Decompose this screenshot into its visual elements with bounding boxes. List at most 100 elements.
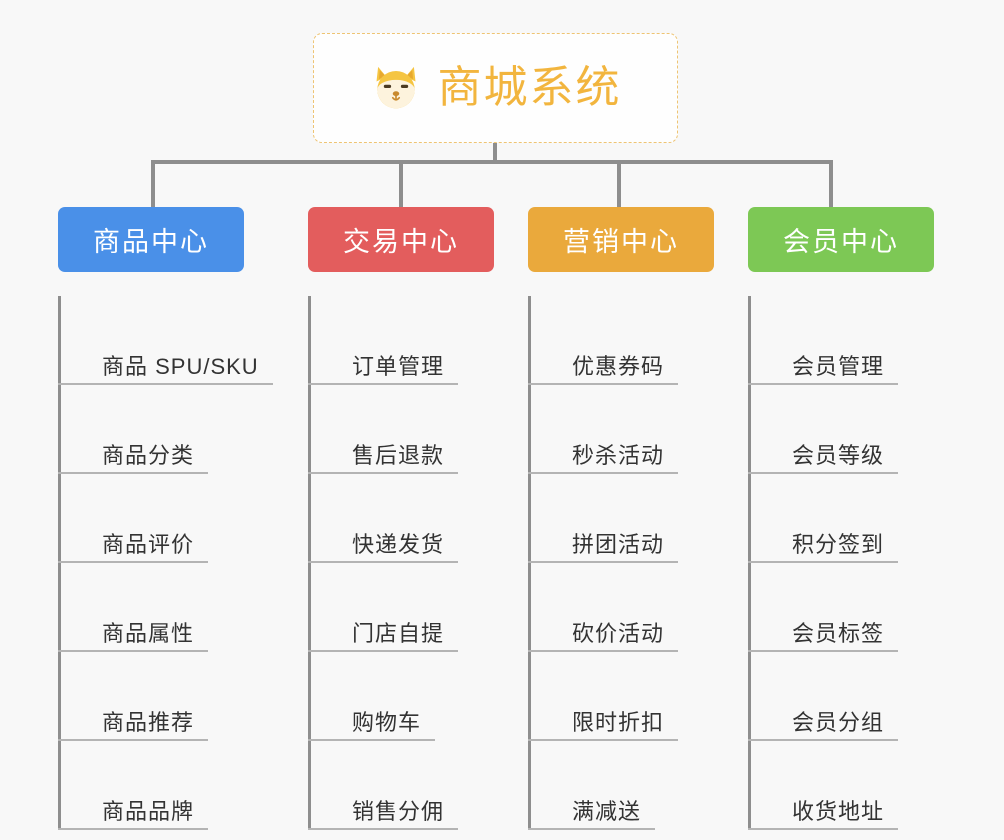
- leaf-rule: [748, 561, 898, 563]
- leaf-label: 拼团活动: [572, 531, 665, 557]
- leaf-label: 秒杀活动: [572, 442, 665, 468]
- branch-drop-connector-3: [829, 160, 833, 208]
- leaf-rule: [528, 383, 678, 385]
- branch-header-member[interactable]: 会员中心: [748, 207, 934, 272]
- shiba-dog-face-icon: [376, 66, 415, 109]
- leaf-item[interactable]: 收货地址: [748, 741, 948, 830]
- leaf-spine: [58, 296, 61, 830]
- leaf-item[interactable]: 商品推荐: [58, 652, 288, 741]
- leaf-item[interactable]: 售后退款: [308, 385, 508, 474]
- leaf-item[interactable]: 会员分组: [748, 652, 948, 741]
- leaf-label: 砍价活动: [572, 620, 665, 646]
- leaf-item[interactable]: 会员管理: [748, 296, 948, 385]
- branch-drop-connector-1: [399, 160, 403, 208]
- branch-header-label: 商品中心: [93, 227, 209, 257]
- leaf-label: 商品推荐: [102, 709, 195, 735]
- leaf-item[interactable]: 商品品牌: [58, 741, 288, 830]
- leaf-item[interactable]: 商品评价: [58, 474, 288, 563]
- leaf-spine: [748, 296, 751, 830]
- branch-header-label: 交易中心: [343, 227, 459, 257]
- leaf-list-product: 商品 SPU/SKU 商品分类 商品评价 商品属性 商品推荐 商品品牌: [58, 296, 288, 830]
- leaf-rule: [528, 828, 655, 830]
- leaf-label: 会员管理: [792, 353, 885, 379]
- leaf-item[interactable]: 限时折扣: [528, 652, 728, 741]
- leaf-item[interactable]: 满减送: [528, 741, 728, 830]
- branch-header-label: 营销中心: [563, 227, 679, 257]
- leaf-item[interactable]: 订单管理: [308, 296, 508, 385]
- leaf-label: 商品属性: [102, 620, 195, 646]
- leaf-item[interactable]: 拼团活动: [528, 474, 728, 563]
- leaf-item[interactable]: 会员标签: [748, 563, 948, 652]
- leaf-list-member: 会员管理 会员等级 积分签到 会员标签 会员分组 收货地址: [748, 296, 948, 830]
- leaf-rule: [528, 739, 678, 741]
- branch-column-trade: 交易中心 订单管理 售后退款 快递发货 门店自提 购物车: [308, 207, 508, 830]
- leaf-spine: [528, 296, 531, 830]
- leaf-label: 会员分组: [792, 709, 885, 735]
- branch-header-product[interactable]: 商品中心: [58, 207, 244, 272]
- leaf-label: 收货地址: [792, 798, 885, 824]
- leaf-label: 商品 SPU/SKU: [102, 353, 259, 379]
- root-node[interactable]: 商城系统: [313, 33, 678, 143]
- leaf-rule: [58, 828, 208, 830]
- leaf-item[interactable]: 优惠券码: [528, 296, 728, 385]
- leaf-label: 商品分类: [102, 442, 195, 468]
- leaf-item[interactable]: 门店自提: [308, 563, 508, 652]
- branch-column-product: 商品中心 商品 SPU/SKU 商品分类 商品评价 商品属性 商品推荐: [58, 207, 288, 830]
- leaf-rule: [58, 383, 273, 385]
- branch-header-label: 会员中心: [783, 227, 899, 257]
- leaf-label: 满减送: [572, 798, 642, 824]
- leaf-item[interactable]: 商品 SPU/SKU: [58, 296, 288, 385]
- leaf-item[interactable]: 砍价活动: [528, 563, 728, 652]
- leaf-rule: [308, 472, 458, 474]
- leaf-rule: [308, 739, 435, 741]
- leaf-label: 快递发货: [352, 531, 445, 557]
- root-title: 商城系统: [437, 63, 622, 112]
- leaf-rule: [748, 472, 898, 474]
- branch-header-marketing[interactable]: 营销中心: [528, 207, 714, 272]
- leaf-rule: [748, 383, 898, 385]
- leaf-rule: [58, 472, 208, 474]
- leaf-rule: [58, 650, 208, 652]
- branch-drop-connector-0: [151, 160, 155, 208]
- leaf-item[interactable]: 快递发货: [308, 474, 508, 563]
- leaf-label: 积分签到: [792, 531, 885, 557]
- leaf-rule: [308, 561, 458, 563]
- leaf-rule: [528, 472, 678, 474]
- trunk-stem-connector: [493, 143, 497, 164]
- leaf-rule: [528, 561, 678, 563]
- leaf-rule: [748, 650, 898, 652]
- leaf-item[interactable]: 商品分类: [58, 385, 288, 474]
- leaf-label: 会员等级: [792, 442, 885, 468]
- leaf-label: 限时折扣: [572, 709, 665, 735]
- leaf-label: 售后退款: [352, 442, 445, 468]
- leaf-list-trade: 订单管理 售后退款 快递发货 门店自提 购物车 销售分佣: [308, 296, 508, 830]
- leaf-rule: [308, 650, 458, 652]
- leaf-label: 购物车: [352, 709, 422, 735]
- leaf-item[interactable]: 销售分佣: [308, 741, 508, 830]
- leaf-rule: [58, 739, 208, 741]
- leaf-rule: [748, 739, 898, 741]
- leaf-rule: [58, 561, 208, 563]
- leaf-item[interactable]: 购物车: [308, 652, 508, 741]
- leaf-rule: [528, 650, 678, 652]
- leaf-label: 优惠券码: [572, 353, 665, 379]
- leaf-label: 门店自提: [352, 620, 445, 646]
- branch-column-marketing: 营销中心 优惠券码 秒杀活动 拼团活动 砍价活动 限时折扣: [528, 207, 728, 830]
- leaf-label: 会员标签: [792, 620, 885, 646]
- leaf-label: 商品评价: [102, 531, 195, 557]
- leaf-label: 订单管理: [352, 353, 445, 379]
- leaf-rule: [308, 383, 458, 385]
- leaf-item[interactable]: 商品属性: [58, 563, 288, 652]
- leaf-item[interactable]: 积分签到: [748, 474, 948, 563]
- leaf-item[interactable]: 会员等级: [748, 385, 948, 474]
- leaf-spine: [308, 296, 311, 830]
- leaf-item[interactable]: 秒杀活动: [528, 385, 728, 474]
- branch-column-member: 会员中心 会员管理 会员等级 积分签到 会员标签 会员分组: [748, 207, 948, 830]
- leaf-list-marketing: 优惠券码 秒杀活动 拼团活动 砍价活动 限时折扣 满减送: [528, 296, 728, 830]
- branch-header-trade[interactable]: 交易中心: [308, 207, 494, 272]
- trunk-bus-connector: [151, 160, 833, 164]
- branch-drop-connector-2: [617, 160, 621, 208]
- leaf-label: 商品品牌: [102, 798, 195, 824]
- leaf-rule: [308, 828, 458, 830]
